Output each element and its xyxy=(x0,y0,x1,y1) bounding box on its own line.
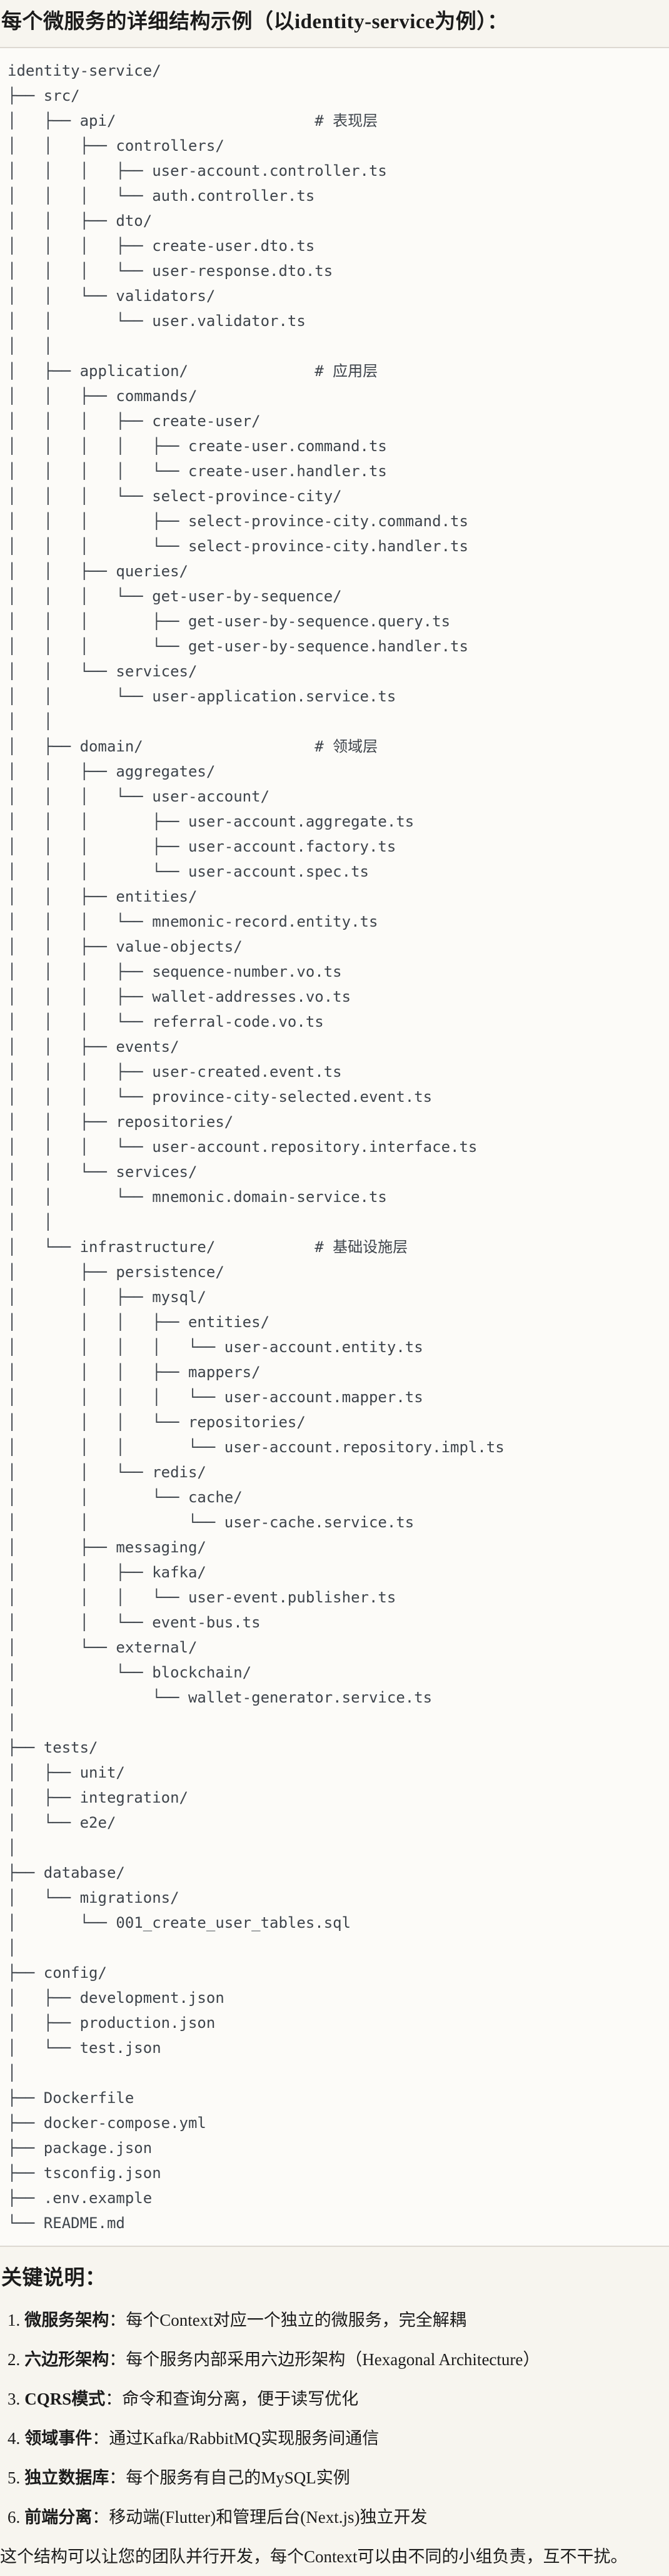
key-note-term: 前端分离 xyxy=(24,2508,93,2527)
key-note-description: 每个服务内部采用六边形架构（Hexagonal Architecture） xyxy=(126,2350,540,2369)
key-note-colon: ： xyxy=(92,2508,109,2527)
key-note-term: CQRS模式 xyxy=(24,2390,106,2408)
list-item-number: 6. xyxy=(8,2508,21,2527)
directory-tree-text: identity-service/ ├── src/ │ ├── api/ # … xyxy=(8,62,505,2232)
list-item-number: 4. xyxy=(8,2429,21,2448)
list-item-number: 2. xyxy=(8,2350,21,2369)
key-notes-heading: 关键说明： xyxy=(1,2267,106,2289)
key-note-term: 领域事件 xyxy=(24,2429,93,2448)
key-note-description: 每个Context对应一个独立的微服务，完全解耦 xyxy=(126,2311,466,2329)
key-note-term: 六边形架构 xyxy=(24,2350,109,2369)
key-notes-list: 1.微服务架构：每个Context对应一个独立的微服务，完全解耦 2.六边形架构… xyxy=(0,2309,669,2528)
key-note-item: 1.微服务架构：每个Context对应一个独立的微服务，完全解耦 xyxy=(8,2309,669,2331)
key-note-colon: ： xyxy=(92,2429,109,2448)
key-note-item: 4.领域事件：通过Kafka/RabbitMQ实现服务间通信 xyxy=(8,2428,669,2449)
key-note-colon: ： xyxy=(105,2390,123,2408)
key-note-item: 5.独立数据库：每个服务有自己的MySQL实例 xyxy=(8,2467,669,2488)
page-title: 每个微服务的详细结构示例（以identity-service为例）： xyxy=(1,11,508,33)
list-item-number: 3. xyxy=(8,2390,21,2408)
key-note-term: 独立数据库 xyxy=(24,2468,109,2487)
closing-paragraph: 这个结构可以让您的团队并行开发，每个Context可以由不同的小组负责，互不干扰… xyxy=(0,2547,628,2566)
key-note-description: 移动端(Flutter)和管理后台(Next.js)独立开发 xyxy=(109,2508,428,2527)
key-note-description: 通过Kafka/RabbitMQ实现服务间通信 xyxy=(109,2429,380,2448)
key-note-description: 每个服务有自己的MySQL实例 xyxy=(126,2468,350,2487)
code-block: identity-service/ ├── src/ │ ├── api/ # … xyxy=(0,47,669,2247)
key-note-item: 2.六边形架构：每个服务内部采用六边形架构（Hexagonal Architec… xyxy=(8,2349,669,2370)
key-note-colon: ： xyxy=(109,2350,126,2369)
list-item-number: 1. xyxy=(8,2311,21,2329)
key-note-description: 命令和查询分离，便于读写优化 xyxy=(122,2390,359,2408)
key-note-item: 6.前端分离：移动端(Flutter)和管理后台(Next.js)独立开发 xyxy=(8,2507,669,2528)
key-note-colon: ： xyxy=(109,2311,126,2329)
key-note-item: 3.CQRS模式：命令和查询分离，便于读写优化 xyxy=(8,2388,669,2410)
key-note-term: 微服务架构 xyxy=(24,2311,109,2329)
list-item-number: 5. xyxy=(8,2468,21,2487)
key-note-colon: ： xyxy=(109,2468,126,2487)
document-body: 每个微服务的详细结构示例（以identity-service为例）： ident… xyxy=(0,9,669,2575)
